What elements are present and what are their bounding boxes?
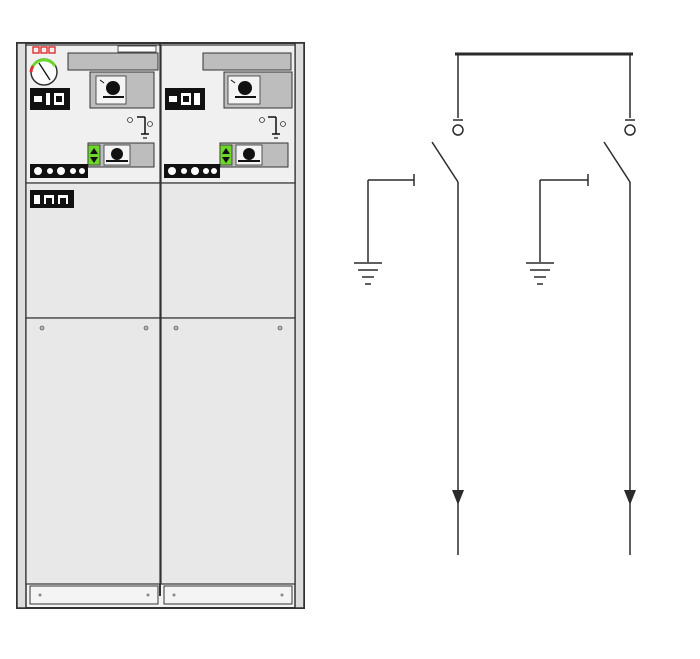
- top-plate: [67, 52, 159, 71]
- load-break-switch-icon: [603, 141, 631, 183]
- load-break-switch-mimic-icon: [223, 71, 293, 109]
- ground-symbol-icon: [354, 262, 382, 285]
- cable-label-icon: [30, 190, 74, 208]
- position-label-icon: [30, 88, 70, 110]
- earthing-switch-mimic-icon: [259, 116, 286, 139]
- plinth-screw: [280, 593, 284, 597]
- plinth-screw: [38, 593, 42, 597]
- load-break-switch-mimic-icon: [89, 71, 155, 109]
- feeder-1: [354, 54, 464, 555]
- plinth-screw: [146, 593, 150, 597]
- door-screw: [277, 325, 283, 331]
- cabinet-rail-right: [294, 42, 305, 609]
- door-screw: [39, 325, 45, 331]
- position-label-icon: [165, 88, 205, 110]
- cable-door-upper: [160, 182, 296, 319]
- cabinet-column-left: [25, 44, 161, 605]
- voltage-indicator-lamps-icon: [30, 164, 88, 178]
- door-screw: [173, 325, 179, 331]
- base-plinth: [163, 585, 293, 605]
- feeder-2: [526, 54, 636, 555]
- top-tag: [117, 45, 157, 53]
- earth-operation-box-icon: [219, 142, 289, 168]
- cable-outgoing-arrow-icon: [624, 490, 636, 505]
- fuse-connector-icon: [624, 119, 636, 136]
- earth-operation-box-icon: [87, 142, 155, 168]
- top-plate: [202, 52, 292, 71]
- load-break-switch-icon: [431, 141, 459, 183]
- earthing-switch-mimic-icon: [127, 116, 153, 139]
- cable-door-lower: [160, 317, 296, 585]
- pressure-gauge-icon: [29, 58, 58, 86]
- plinth-screw: [172, 593, 176, 597]
- fuse-connector-icon: [452, 119, 464, 136]
- cabinet-column-right: [160, 44, 296, 605]
- earthing-switch-branch: [526, 174, 589, 285]
- cable-door-lower: [25, 317, 161, 585]
- red-indicator-dots-icon: [32, 46, 56, 54]
- earthing-switch-branch: [354, 174, 415, 285]
- door-screw: [143, 325, 149, 331]
- voltage-indicator-lamps-icon: [164, 164, 220, 178]
- base-plinth: [29, 585, 159, 605]
- ground-symbol-icon: [526, 262, 554, 285]
- switchgear-cabinet: [16, 42, 305, 609]
- cable-outgoing-arrow-icon: [452, 490, 464, 505]
- cabinet-rail-left: [16, 42, 27, 609]
- single-line-schematic: [354, 52, 636, 555]
